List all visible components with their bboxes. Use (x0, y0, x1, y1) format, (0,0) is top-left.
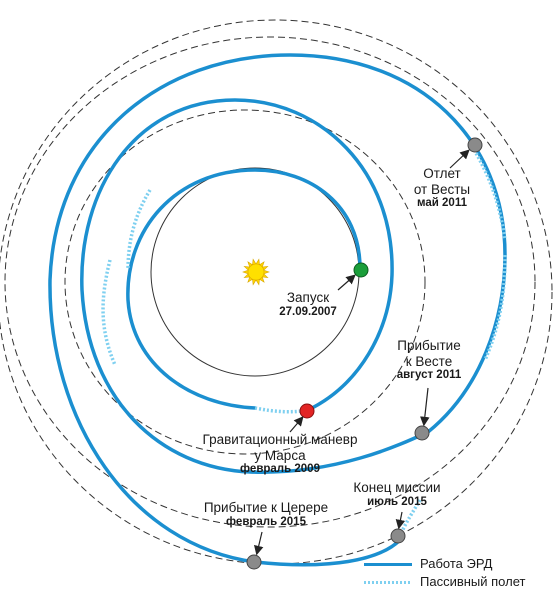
mission-end-label: Конец миссии июль 2015 (342, 480, 452, 509)
ceres-arrive-marker (246, 554, 262, 570)
legend-passive-text: Пассивный полет (420, 574, 526, 589)
vesta-depart-pointer (449, 149, 470, 169)
vesta-depart-label-main: Отлет от Весты (413, 166, 471, 197)
ceres-arrive-pointer (253, 531, 264, 556)
vesta-arrive-label-date: август 2011 (396, 369, 462, 382)
vesta-arrive-label: Прибытие к Весте август 2011 (384, 338, 474, 382)
mars-label-date: февраль 2009 (240, 463, 320, 476)
launch-marker (353, 262, 369, 278)
mission-end-label-main: Конец миссии (353, 480, 441, 495)
sun-icon (242, 258, 270, 286)
mission-end-marker (390, 528, 406, 544)
mission-end-pointer (395, 511, 406, 530)
mars-orbit (64, 109, 426, 455)
vesta-depart-marker (467, 137, 483, 153)
mission-end-label-date: июль 2015 (367, 495, 427, 508)
vesta-depart-label: Отлет от Весты май 2011 (400, 166, 484, 210)
launch-label-date: 27.09.2007 (279, 305, 337, 318)
mars-label-main: Гравитационный маневр у Марса (202, 432, 358, 463)
launch-pointer (337, 274, 356, 291)
legend-propulsion-swatch (364, 563, 412, 566)
launch-label: Запуск 27.09.2007 (268, 290, 348, 319)
legend-passive: Пассивный полет (364, 574, 560, 590)
legend-passive-swatch (364, 581, 412, 584)
ceres-arrive-label: Прибытие к Церере февраль 2015 (192, 500, 340, 529)
mars-pointer (289, 416, 304, 433)
ceres-arrive-label-date: февраль 2015 (226, 515, 306, 528)
vesta-arrive-label-main: Прибытие к Весте (397, 338, 461, 369)
ceres-arrive-label-main: Прибытие к Церере (203, 500, 329, 515)
vesta-arrive-pointer (420, 387, 430, 427)
mars-marker (299, 403, 315, 419)
launch-label-main: Запуск (286, 290, 330, 305)
vesta-depart-label-date: май 2011 (417, 197, 467, 210)
legend-propulsion-text: Работа ЭРД (420, 556, 493, 571)
vesta-orbit (4, 36, 536, 528)
vesta-arrive-marker (414, 425, 430, 441)
legend-propulsion: Работа ЭРД (364, 556, 560, 572)
trajectory-passive (101, 142, 507, 541)
mars-label: Гравитационный маневр у Марса февраль 20… (190, 432, 370, 476)
